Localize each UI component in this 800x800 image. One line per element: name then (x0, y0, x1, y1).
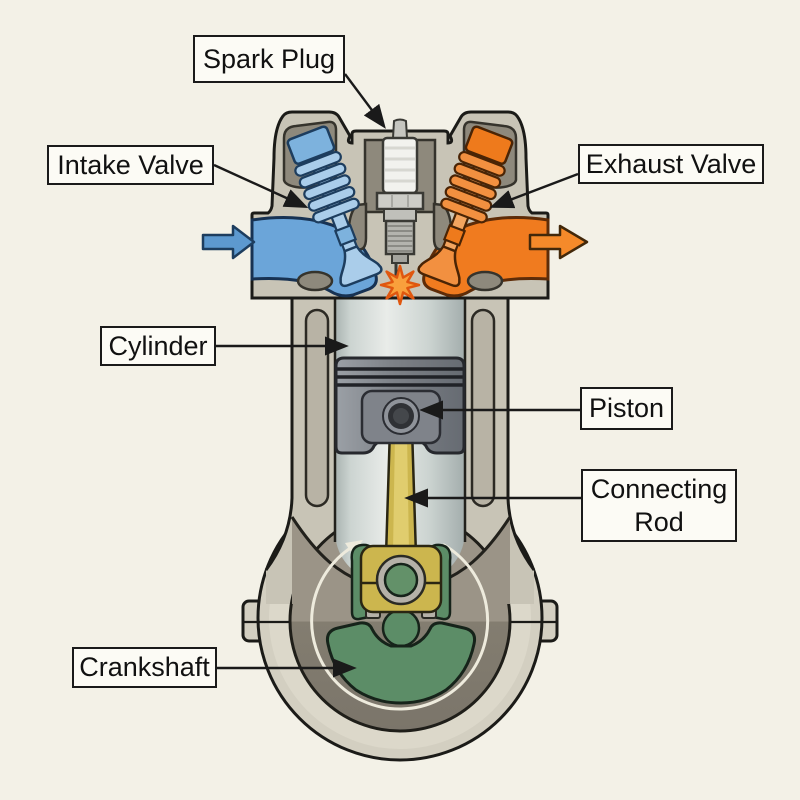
exhaust-valve-collar (442, 223, 467, 247)
label-crankshaft: Crankshaft (72, 647, 217, 688)
exhaust-valve-spring (440, 150, 506, 224)
spark-plug-insulator (381, 136, 419, 195)
intake-valve (286, 125, 383, 288)
spark-plug-hex-nut (375, 191, 425, 211)
label-connecting-rod: Connecting Rod (581, 469, 737, 542)
spark-plug-hex-facets (391, 194, 409, 208)
spark-icon (379, 264, 421, 306)
exhaust-valve-leader (489, 172, 579, 209)
crank-pin (383, 562, 419, 598)
exhaust-flow-arrow-icon (528, 224, 589, 260)
rod-shank-highlight (393, 430, 409, 552)
intake-valve-collar (333, 223, 358, 247)
wrist-pin-center (393, 408, 409, 424)
intake-flow-arrow-icon (201, 224, 256, 260)
block-outline-left (264, 296, 294, 571)
spark-plug-shell (383, 208, 417, 222)
label-cylinder: Cylinder (100, 326, 216, 366)
intake-valve-leader (213, 163, 309, 208)
crank-counterweight (326, 621, 476, 705)
exhaust-valve (417, 125, 514, 288)
exhaust-valve-retainer (464, 125, 514, 165)
spark-plug-thread-lines (387, 225, 413, 252)
coolant-slot-right (470, 308, 496, 508)
label-piston: Piston (580, 387, 673, 430)
spark-plug (375, 118, 425, 306)
label-spark-plug: Spark Plug (193, 35, 345, 83)
coolant-slot-left (304, 308, 330, 508)
connecting-rod (359, 426, 443, 619)
intake-valve-head (339, 244, 383, 288)
crank-main-journal (381, 608, 421, 648)
leader-lines (213, 73, 581, 678)
spark-plug-tip (391, 253, 409, 264)
block-outline-right (506, 296, 536, 571)
head-passage-left (296, 270, 334, 292)
intake-valve-retainer (286, 125, 336, 165)
intake-valve-spring (294, 150, 360, 224)
piston (334, 356, 466, 455)
label-exhaust-valve: Exhaust Valve (578, 144, 764, 184)
exhaust-valve-head (417, 244, 461, 288)
spark-plug-terminal (391, 118, 409, 139)
rotation-arrow-arc (310, 543, 490, 711)
spark-plug-insulator-ribs (385, 146, 415, 183)
label-intake-valve: Intake Valve (47, 145, 214, 185)
spark-plug-leader (344, 73, 386, 129)
head-passage-right (466, 270, 504, 292)
